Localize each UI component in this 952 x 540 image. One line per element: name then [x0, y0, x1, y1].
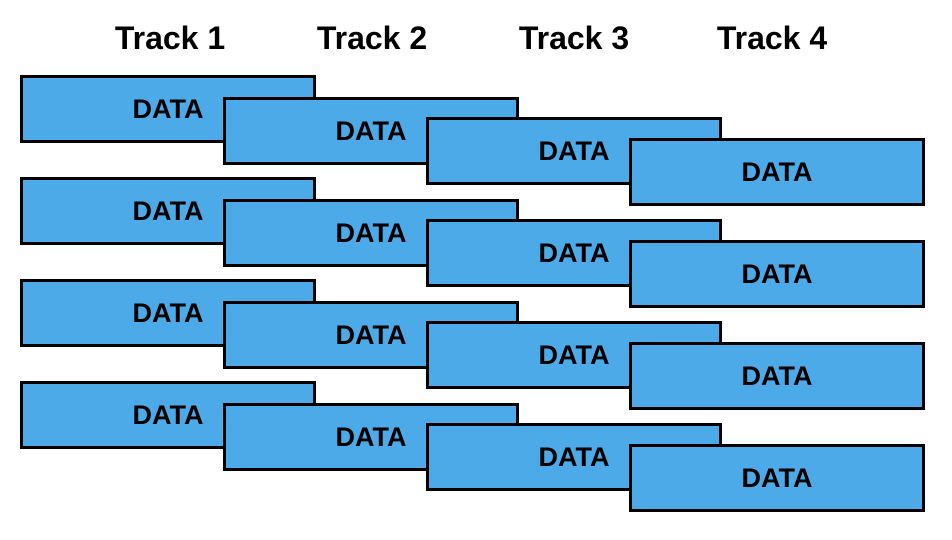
data-block-label: DATA — [538, 441, 610, 472]
data-block-label: DATA — [132, 93, 204, 124]
data-block-label: DATA — [132, 195, 204, 226]
data-block-label: DATA — [132, 297, 204, 328]
track-1-header: Track 1 — [114, 20, 226, 56]
data-block-label: DATA — [741, 360, 813, 391]
data-block-label: DATA — [741, 156, 813, 187]
data-block-label: DATA — [335, 115, 407, 146]
track-4-data-block-3: DATA — [629, 342, 925, 410]
track-3-header: Track 3 — [518, 20, 630, 56]
track-2-header: Track 2 — [316, 20, 428, 56]
data-block-label: DATA — [132, 399, 204, 430]
track-4-data-block-1: DATA — [629, 138, 925, 206]
data-block-label: DATA — [538, 135, 610, 166]
data-block-label: DATA — [741, 462, 813, 493]
track-4-header: Track 4 — [716, 20, 828, 56]
track-4-data-block-2: DATA — [629, 240, 925, 308]
data-block-label: DATA — [538, 237, 610, 268]
data-block-label: DATA — [538, 339, 610, 370]
data-block-label: DATA — [335, 217, 407, 248]
data-block-label: DATA — [741, 258, 813, 289]
data-block-label: DATA — [335, 319, 407, 350]
data-block-label: DATA — [335, 421, 407, 452]
track-4-data-block-4: DATA — [629, 444, 925, 512]
